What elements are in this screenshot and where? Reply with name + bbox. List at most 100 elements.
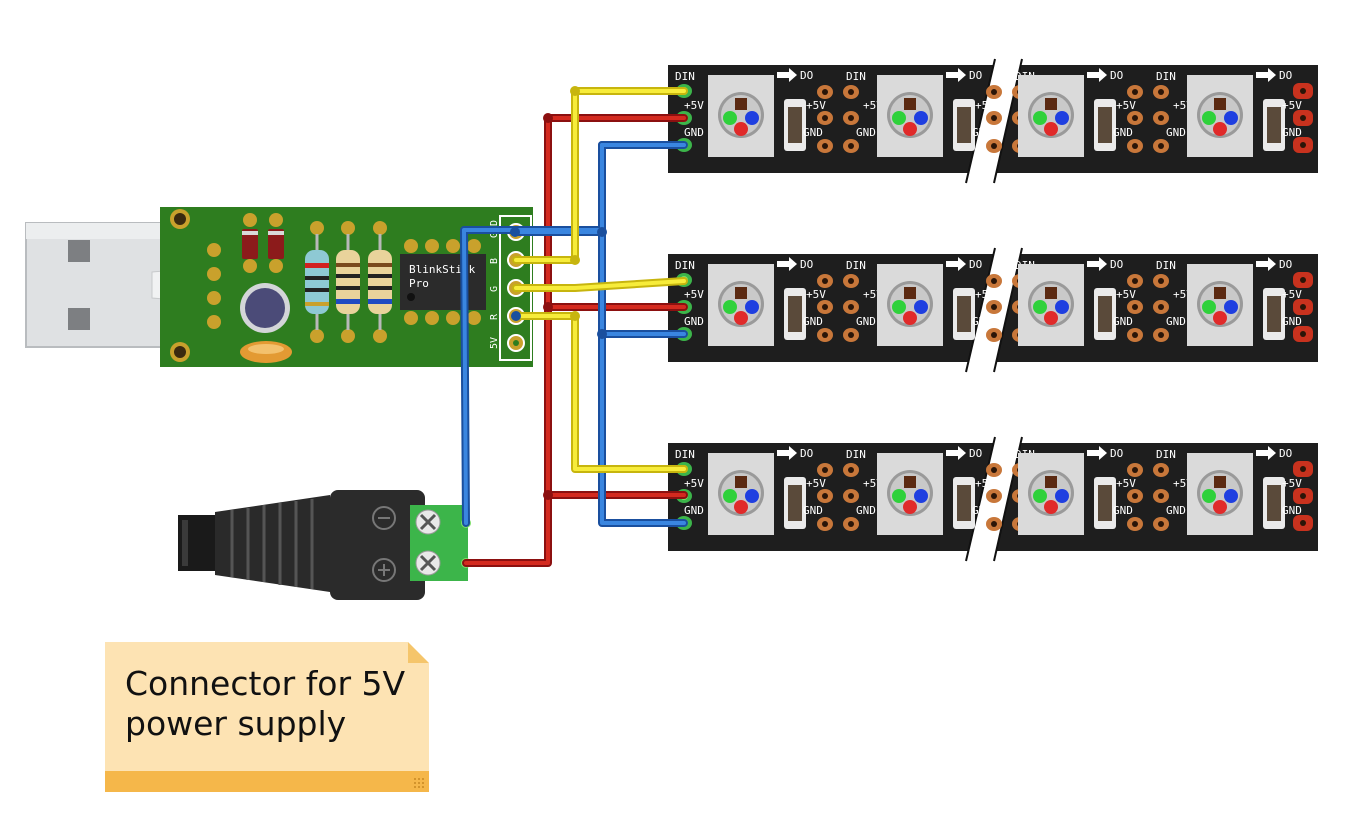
strip-label: +5V	[684, 288, 704, 301]
pin-label: 5V	[489, 337, 500, 349]
strip-label: +5V	[684, 477, 704, 490]
strip-label: +5V	[806, 477, 826, 490]
arrow-icon	[946, 446, 966, 460]
capacitor	[240, 283, 292, 363]
pin-label: B	[489, 258, 500, 264]
strip-label: GND	[856, 315, 876, 328]
strip-label: GND	[1113, 315, 1133, 328]
strip-label: GND	[1166, 504, 1186, 517]
strip-label: DIN	[675, 70, 695, 83]
strip-label: DO	[1279, 69, 1292, 82]
arrow-icon	[777, 446, 797, 460]
strip-label: DO	[1110, 69, 1123, 82]
chip-label: Pro	[409, 277, 429, 290]
strip-label: DO	[969, 258, 982, 271]
screw-icon	[415, 550, 441, 576]
strip-label: DO	[800, 447, 813, 460]
arrow-icon	[946, 257, 966, 271]
dc-jack-icon	[178, 490, 471, 600]
arrow-icon	[1256, 446, 1276, 460]
strip-label: GND	[684, 504, 704, 517]
strip-label: DO	[969, 447, 982, 460]
strip-label: GND	[1282, 504, 1302, 517]
strip-label: DO	[1279, 258, 1292, 271]
led-strips: DIN +5V GND DO DIN +5V +5V GND GND DO DIN +5V +5V GND…	[668, 58, 1318, 562]
strip-label: GND	[972, 315, 992, 328]
plus-icon	[372, 558, 396, 582]
rgb-led-icon	[1187, 453, 1285, 535]
strip-label: +5V	[806, 288, 826, 301]
resistor	[305, 221, 329, 343]
strip-label: GND	[1282, 315, 1302, 328]
strip-label: GND	[1166, 315, 1186, 328]
mounting-hole	[170, 209, 190, 229]
strip-label: DIN	[1156, 259, 1176, 272]
rgb-led-icon	[1018, 75, 1116, 157]
rgb-led-icon	[1018, 453, 1116, 535]
strip-label: DIN	[846, 448, 866, 461]
pin-label: G	[489, 286, 500, 292]
strip-label: DO	[1279, 447, 1292, 460]
screw-icon	[415, 509, 441, 535]
arrow-icon	[1256, 257, 1276, 271]
pin-label: R	[489, 313, 500, 320]
note-fold	[408, 642, 429, 663]
rgb-led-icon	[877, 75, 975, 157]
strip-label: DO	[800, 258, 813, 271]
rgb-led-icon	[708, 453, 806, 535]
resize-grip-icon	[413, 777, 425, 789]
strip-label: DIN	[1156, 448, 1176, 461]
strip-label: +5V	[806, 99, 826, 112]
strip-label: GND	[856, 504, 876, 517]
mounting-hole	[170, 342, 190, 362]
strip-label: +5V	[1282, 477, 1302, 490]
wires	[460, 86, 688, 567]
strip-label: DIN	[846, 259, 866, 272]
arrow-icon	[1087, 68, 1107, 82]
strip-label: +5V	[1282, 288, 1302, 301]
strip-label: DIN	[1156, 70, 1176, 83]
chip-label: BlinkStick	[409, 263, 476, 276]
arrow-icon	[946, 68, 966, 82]
blinkstick-pro-board: BlinkStick Pro GND B G R 5V	[160, 207, 533, 367]
resistor	[336, 221, 360, 343]
strip-label: GND	[684, 315, 704, 328]
arrow-icon	[777, 68, 797, 82]
strip-label: GND	[684, 126, 704, 139]
usb-pads	[207, 243, 221, 329]
arrow-icon	[1256, 68, 1276, 82]
strip-label: DIN	[675, 259, 695, 272]
rgb-led-icon	[877, 453, 975, 535]
diode	[268, 213, 284, 273]
usb-plug-icon	[25, 222, 177, 348]
power-connector-note: Connector for 5V power supply	[105, 642, 429, 792]
strip-label: +5V	[684, 99, 704, 112]
rgb-led-icon	[708, 75, 806, 157]
rgb-led-icon	[708, 264, 806, 346]
strip-label: +5V	[975, 477, 995, 490]
strip-label: DIN	[675, 448, 695, 461]
strip-label: GND	[1166, 126, 1186, 139]
strip-label: +5V	[1116, 288, 1136, 301]
led-strip: DIN+5VGNDDODIN+5V+5VGNDGNDDODIN+5V+5VGND…	[668, 247, 1318, 373]
strip-label: DO	[969, 69, 982, 82]
arrow-icon	[1087, 257, 1107, 271]
strip-label: GND	[1113, 126, 1133, 139]
minus-icon	[372, 506, 396, 530]
strip-label: DO	[1110, 447, 1123, 460]
resistor	[368, 221, 392, 343]
led-strip: DIN+5VGNDDODIN+5V+5VGNDGNDDODIN+5V+5VGND…	[668, 58, 1318, 184]
rgb-led-icon	[1018, 264, 1116, 346]
strip-label: GND	[1113, 504, 1133, 517]
led-strip: DIN+5VGNDDODIN+5V+5VGNDGNDDODIN+5V+5VGND…	[668, 436, 1318, 562]
strip-label: +5V	[1282, 99, 1302, 112]
rgb-led-icon	[1187, 75, 1285, 157]
strip-label: DIN	[846, 70, 866, 83]
strip-label: +5V	[975, 99, 995, 112]
diode	[242, 213, 258, 273]
arrow-icon	[777, 257, 797, 271]
rgb-led-icon	[1187, 264, 1285, 346]
strip-label: DO	[1110, 258, 1123, 271]
strip-label: +5V	[1116, 99, 1136, 112]
